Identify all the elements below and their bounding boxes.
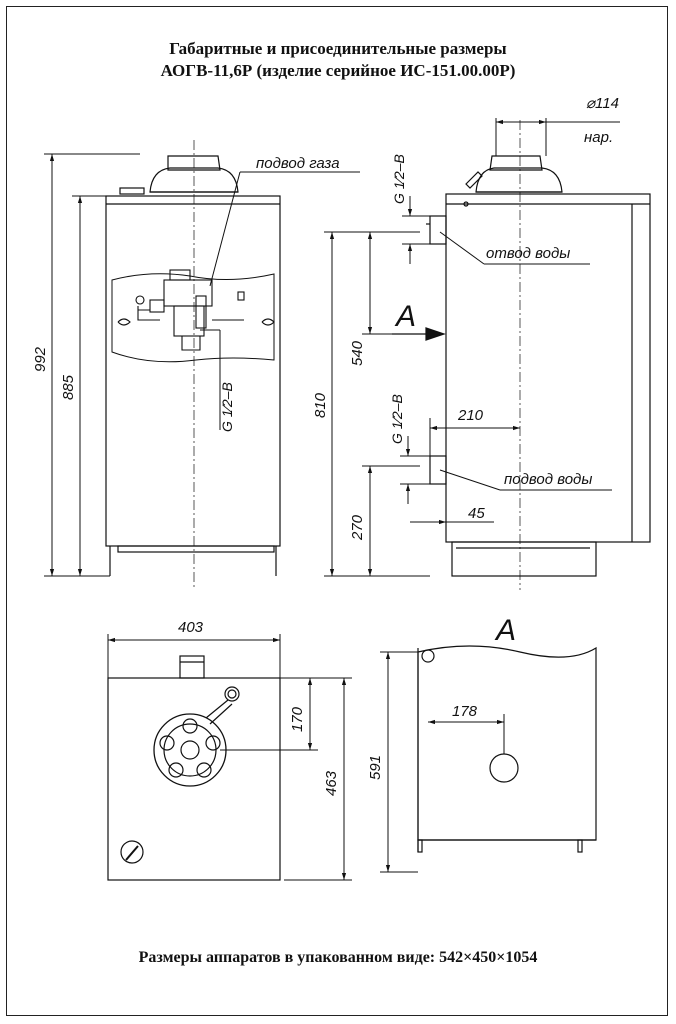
dim-45-lines (410, 500, 494, 528)
front-body (105, 195, 281, 547)
dim-403-lines (107, 634, 281, 678)
side-flue-cap (465, 155, 563, 193)
view-a-arrow (392, 327, 446, 341)
middle-height-dims (324, 231, 430, 577)
dim-885: 885 (60, 374, 77, 400)
dim-540: 540 (349, 340, 366, 366)
dim-178-lines (428, 714, 505, 754)
top-flue-stub (179, 655, 205, 679)
dim-270: 270 (349, 514, 366, 541)
water-out-callout (439, 231, 590, 265)
top-thread-label: G 1⁄2–B (391, 154, 407, 204)
front-view (105, 140, 281, 590)
bottom-thread-label: G 1⁄2–B (389, 394, 405, 444)
front-thread-label: G 1⁄2–B (219, 382, 235, 432)
flue-diameter-dim (495, 118, 620, 156)
front-cutout (111, 273, 275, 363)
view-a-mark-side: A (394, 300, 416, 333)
dim-591-lines (380, 651, 418, 873)
title-line-2: АОГВ-11,6Р (изделие серийное ИС-151.00.0… (160, 61, 516, 80)
view-a-body (417, 645, 597, 841)
dim-178: 178 (452, 703, 478, 720)
gas-supply-label: подвод газа (256, 155, 340, 172)
gas-supply-callout (209, 171, 360, 287)
dim-591: 591 (367, 755, 384, 780)
flue-diameter-label: ⌀114 (586, 95, 619, 112)
water-in-callout (439, 469, 612, 491)
dim-170: 170 (289, 706, 306, 732)
dim-810: 810 (312, 392, 329, 418)
dim-463: 463 (323, 770, 340, 796)
view-a (417, 645, 597, 853)
packaged-size-note: Размеры аппаратов в упакованном виде: 54… (138, 949, 538, 966)
drawing-frame (6, 6, 668, 1016)
side-view (426, 120, 651, 590)
water-in-label: подвод воды (504, 471, 592, 488)
view-a-port (421, 649, 435, 663)
dim-992: 992 (32, 346, 49, 372)
flue-note-label: нар. (584, 129, 613, 146)
dim-210-lines (429, 418, 520, 456)
dim-403: 403 (178, 619, 204, 636)
gas-valve (135, 269, 245, 351)
drawing-title: Габаритные и присоединительные размеры А… (0, 38, 676, 82)
top-thread-dim (402, 196, 430, 264)
dim-45: 45 (468, 505, 485, 522)
water-outlet-pipe (429, 215, 447, 245)
dim-210: 210 (457, 407, 484, 424)
top-vertical-dims (220, 677, 352, 881)
front-thread-callout (200, 329, 221, 430)
water-out-label: отвод воды (486, 245, 570, 262)
front-flue-cap (119, 155, 239, 195)
front-height-dims (44, 153, 140, 577)
view-a-mark: A (494, 614, 516, 647)
top-view (107, 655, 281, 881)
title-line-1: Габаритные и присоединительные размеры (169, 39, 507, 58)
bottom-thread-dim (400, 436, 430, 504)
view-a-flue-hole (489, 753, 519, 783)
water-inlet-pipe (429, 455, 447, 485)
